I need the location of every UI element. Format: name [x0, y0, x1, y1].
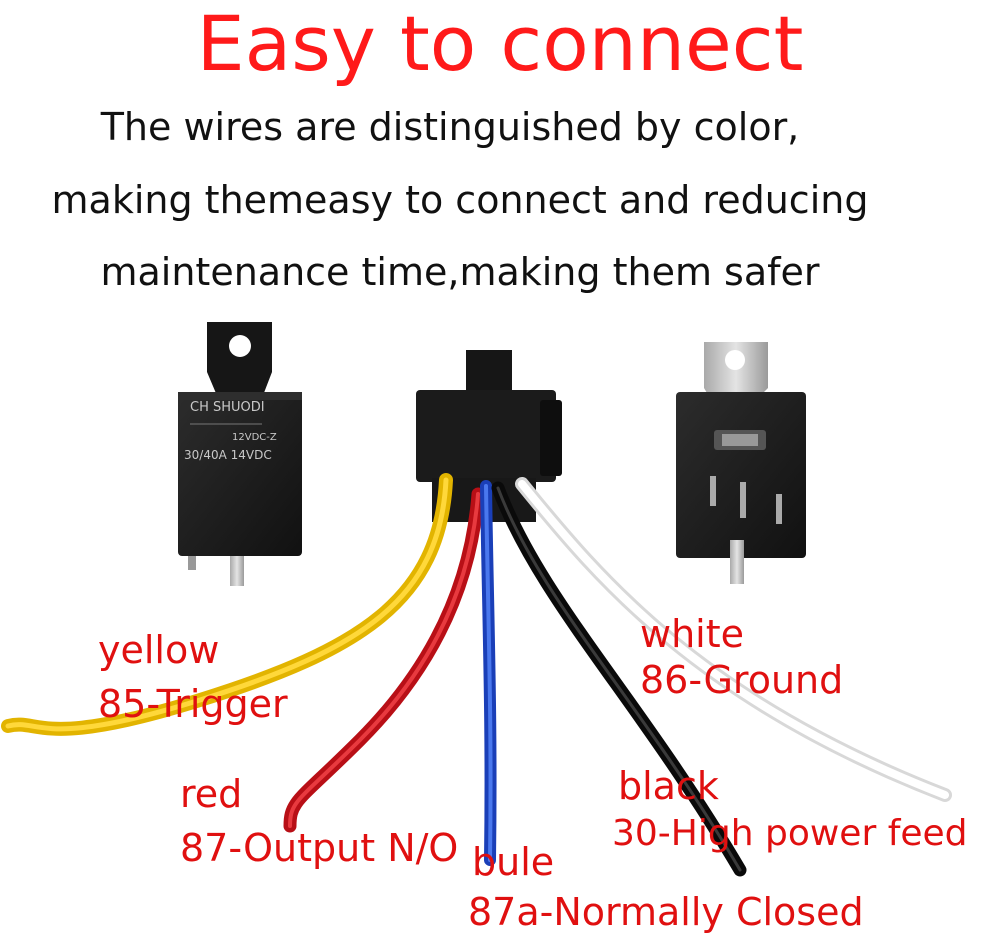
label-red-function: 87-Output N/O	[180, 826, 459, 870]
description-line-3: maintenance time,making them safer	[100, 250, 820, 294]
relay-model: 12VDC-Z	[232, 432, 277, 443]
label-yellow-color: yellow	[98, 628, 220, 672]
headline: Easy to connect	[196, 0, 804, 88]
label-white-function: 86-Ground	[640, 658, 844, 702]
description-line-1: The wires are distinguished by color,	[100, 105, 800, 149]
label-black-color: black	[618, 764, 719, 808]
label-black-function: 30-High power feed	[612, 813, 968, 854]
relay-brand: CH SHUODI	[190, 400, 265, 415]
label-yellow-function: 85-Trigger	[98, 682, 288, 726]
label-blue-color: bule	[472, 840, 555, 884]
relay-rating: 30/40A 14VDC	[184, 448, 272, 462]
description-line-2: making themeasy to connect and reducing	[51, 178, 869, 222]
wires	[1, 473, 952, 877]
label-red-color: red	[180, 772, 243, 816]
relay-front	[178, 322, 302, 586]
relay-side	[676, 342, 806, 584]
label-white-color: white	[640, 612, 744, 656]
label-blue-function: 87a-Normally Closed	[468, 890, 864, 934]
